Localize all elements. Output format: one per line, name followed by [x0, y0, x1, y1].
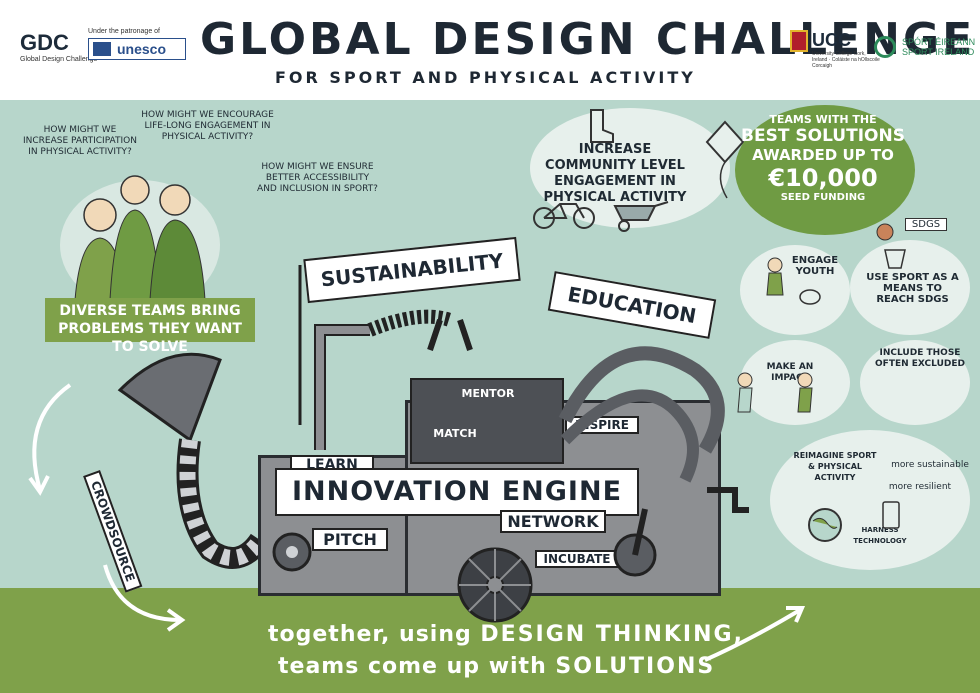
more-resilient-text: more resilient	[888, 482, 952, 492]
phone-icon	[882, 501, 900, 529]
kite-icon	[705, 120, 745, 199]
pitch-label: PITCH	[312, 528, 388, 551]
tennis-player-icon	[766, 257, 821, 305]
sport-ireland-swirl-icon	[874, 36, 896, 58]
cloud-decoration	[850, 240, 970, 335]
award-amount: €10,000	[768, 164, 878, 192]
unesco-logo: unesco	[88, 38, 186, 60]
innovation-engine-label: INNOVATION ENGINE	[275, 468, 639, 516]
harness-technology-text: HARNESS TECHNOLOGY	[853, 526, 907, 545]
award-text: TEAMS with the BEST SOLUTIONS AWARDED up…	[738, 113, 908, 203]
community-engagement-text: INCREASE COMMUNITY LEVEL ENGAGEMENT IN P…	[543, 142, 687, 205]
cloud-decoration	[860, 340, 970, 425]
award-line-2: BEST SOLUTIONS	[741, 126, 905, 146]
machine-wheel	[457, 547, 533, 623]
curved-arrow-bottom-left	[103, 564, 186, 632]
machine-hoses	[558, 346, 725, 483]
bottom-caption-line-2a: teams come up with	[278, 654, 547, 679]
unesco-logo-text: unesco	[117, 41, 167, 57]
bottom-caption-line-2: teams come up with SOLUTIONS	[278, 654, 715, 679]
gdc-logo: GDC Global Design Challenge	[20, 30, 97, 63]
gdc-logo-subtext: Global Design Challenge	[20, 56, 98, 63]
basketball-hoop-icon	[876, 223, 906, 269]
education-banner: EDUCATION	[547, 271, 717, 339]
include-excluded-text: INCLUDE THOSE OFTEN EXCLUDED	[875, 348, 965, 369]
bottom-caption-design-thinking: DESIGN THINKING,	[480, 622, 744, 647]
engage-youth-text: ENGAGE YOUTH	[791, 255, 839, 277]
unesco-patronage-note: Under the patronage of	[88, 28, 160, 35]
ucc-crest-icon	[790, 30, 808, 52]
question-participation: HOW MIGHT WE INCREASE PARTICIPATION IN P…	[22, 125, 137, 157]
sport-ireland-english-name: SPORT IRELAND	[902, 47, 975, 57]
flagpole	[298, 265, 302, 425]
award-line-3: AWARDED up to	[752, 146, 894, 164]
diverse-teams-banner: DIVERSE TEAMS BRING PROBLEMS THEY WANT T…	[45, 298, 255, 355]
ucc-logo: UCC University College Cork, Ireland · C…	[790, 30, 882, 69]
more-sustainable-text: more sustainable	[891, 460, 969, 470]
ucc-logo-subtext: University College Cork, Ireland · Colái…	[812, 51, 880, 69]
machine-crank	[707, 487, 749, 513]
header: GDC Global Design Challenge Under the pa…	[0, 0, 980, 100]
reimagine-sport-text: REIMAGINE SPORT & PHYSICAL ACTIVITY	[793, 451, 877, 482]
machine-lever	[613, 508, 657, 577]
people-illustration	[74, 175, 206, 300]
sport-ireland-irish-name: SPÓRT ÉIREANN	[902, 37, 976, 47]
question-lifelong-engagement: HOW MIGHT WE ENCOURAGE LIFE-LONG ENGAGEM…	[141, 110, 274, 142]
bottom-caption-line-1a: together, using	[268, 622, 472, 647]
unesco-temple-icon	[93, 42, 111, 56]
bicycle-icon	[533, 203, 595, 229]
make-impact-text: MAKE AN IMPACT	[766, 362, 814, 383]
network-label: NETWORK	[500, 510, 606, 533]
bottom-caption-line-1: together, using DESIGN THINKING,	[268, 622, 744, 647]
machine-dial	[272, 532, 312, 572]
globe-icon	[808, 508, 842, 542]
question-accessibility: HOW MIGHT WE ENSURE BETTER ACCESSIBILITY…	[257, 162, 378, 194]
boot-icon	[590, 109, 614, 143]
bottom-caption-solutions: SOLUTIONS	[555, 654, 716, 679]
cloud-decoration	[770, 430, 970, 570]
machine-pipes	[314, 309, 473, 450]
cloud-decoration	[740, 245, 850, 335]
page-title: GLOBAL DESIGN CHALLENGE	[200, 14, 976, 65]
curved-arrow-bottom-right	[704, 606, 806, 662]
sport-ireland-logo: SPÓRT ÉIREANN SPORT IRELAND	[874, 36, 975, 58]
use-sport-sdgs-text: USE SPORT AS A MEANS TO REACH SDGs	[866, 272, 959, 305]
incubate-label: INCUBATE	[535, 550, 619, 568]
sdgs-label: SDGs	[905, 218, 947, 231]
gdc-logo-text: GDC	[20, 30, 69, 55]
mentor-match-panel	[410, 378, 564, 464]
jumping-people-icon	[737, 372, 813, 413]
cloud-decoration	[740, 340, 850, 425]
award-blob	[735, 105, 915, 235]
page-subtitle: FOR SPORT AND PHYSICAL ACTIVITY	[275, 68, 696, 87]
curved-arrow-left	[28, 383, 72, 496]
funnel-horn	[117, 352, 260, 569]
match-gear-label: MATCH	[433, 427, 477, 440]
award-line-4: SEED FUNDING	[780, 192, 866, 203]
award-line-1: TEAMS with the	[769, 113, 877, 126]
wheelbarrow-icon	[613, 201, 669, 232]
mentor-gear-label: MENTOR	[461, 387, 515, 400]
ucc-logo-text: UCC	[812, 30, 851, 50]
